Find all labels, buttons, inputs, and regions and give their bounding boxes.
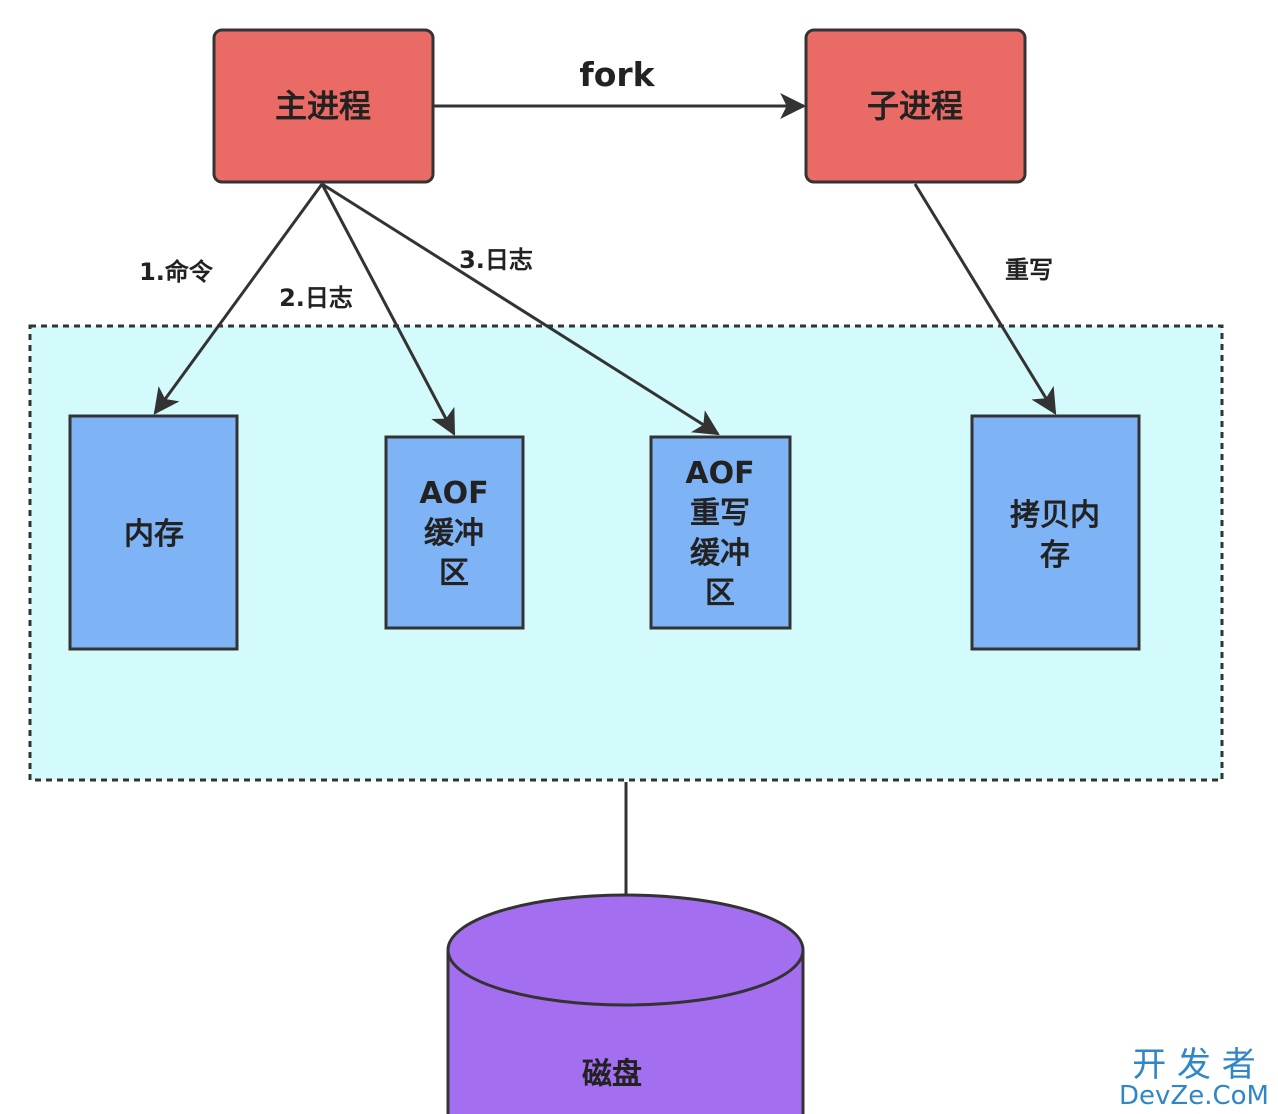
aof-rewrite-line-2: 重写 <box>690 496 750 531</box>
copy-memory-line-1: 拷贝内 <box>1010 498 1100 533</box>
watermark: 开 发 者 DevZe.CoM <box>1119 1045 1269 1111</box>
log3-label: 3.日志 <box>459 246 533 274</box>
rewrite-label: 重写 <box>1005 256 1053 284</box>
aof-buffer-line-1: AOF <box>419 476 488 511</box>
aof-rewrite-buffer-node: AOF 重写 缓冲 区 <box>649 435 792 630</box>
child-process-label: 子进程 <box>867 87 963 125</box>
main-process-node: 主进程 <box>212 28 435 184</box>
child-process-node: 子进程 <box>804 28 1027 184</box>
disk-label: 磁盘 <box>582 1057 642 1092</box>
aof-buffer-node: AOF 缓冲 区 <box>384 435 525 630</box>
memory-label: 内存 <box>124 517 184 552</box>
command-edge <box>153 183 324 415</box>
aof-rewrite-line-1: AOF <box>685 456 754 491</box>
aof-buffer-line-3: 区 <box>439 556 469 591</box>
copy-memory-line-2: 存 <box>1040 538 1070 573</box>
log2-label: 2.日志 <box>279 284 353 312</box>
command-label: 1.命令 <box>139 258 214 286</box>
fork-label: fork <box>579 55 655 94</box>
aof-rewrite-line-3: 缓冲 <box>690 536 750 571</box>
watermark-cn-text: 开 发 者 <box>1132 1045 1256 1085</box>
memory-node: 内存 <box>68 414 239 651</box>
rewrite-edge <box>913 183 1057 415</box>
disk-node: 磁盘 <box>446 893 805 1114</box>
watermark-en-text: DevZe.CoM <box>1119 1081 1269 1111</box>
log2-edge <box>320 183 456 436</box>
copy-memory-node: 拷贝内 存 <box>970 414 1141 651</box>
log3-edge <box>321 182 720 436</box>
aof-buffer-line-2: 缓冲 <box>424 516 484 551</box>
aof-rewrite-line-4: 区 <box>705 576 735 611</box>
main-process-label: 主进程 <box>275 87 371 125</box>
